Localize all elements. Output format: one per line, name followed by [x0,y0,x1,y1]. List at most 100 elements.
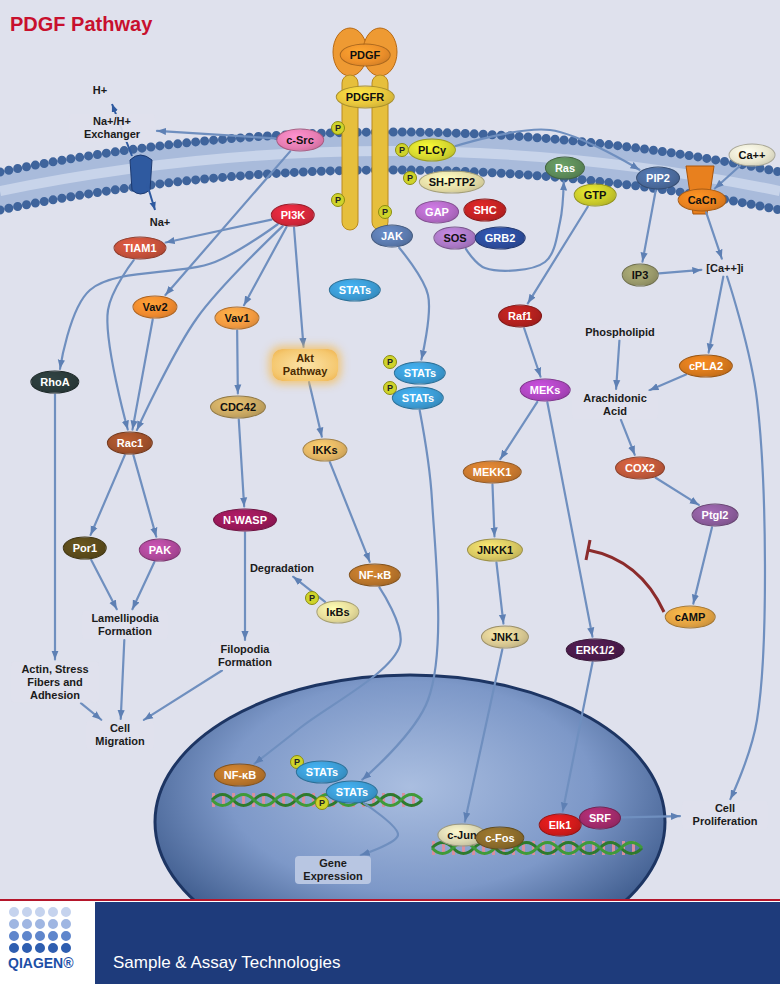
node-text: c-Src [286,134,314,147]
pathway-arrow [244,533,246,641]
phospho-dot: P [331,121,345,135]
protein-node: c-Src [276,129,324,152]
node-text: MEKK1 [473,466,512,479]
pathway-arrow [107,260,133,429]
node-text: Actin, Stress Fibers and Adhesion [14,663,96,702]
protein-node: SH-PTP2 [419,171,485,194]
process-label: Degradation [247,561,317,576]
protein-node: STATs [394,362,446,385]
pathway-arrow [563,662,593,811]
phospho-dot: P [331,193,345,207]
protein-node: SOS [433,227,476,250]
pathway-arrow [693,527,712,603]
diagram-title: PDGF Pathway [10,12,152,36]
pathway-arrow [492,484,494,536]
protein-node: CaCn [678,189,727,212]
node-text: PLCγ [418,144,446,157]
protein-node: GAP [415,201,459,224]
pathway-arrow [500,402,537,459]
logo-dots [14,931,70,941]
process-label: [Ca++]i [703,261,746,276]
pathway-arrow [60,224,278,369]
node-text: PtgI2 [702,509,729,522]
protein-node: GRB2 [475,227,526,250]
footer-ground [0,900,780,984]
node-text: GTP [584,189,607,202]
node-text: GRB2 [485,232,516,245]
process-label: Phospholipid [582,325,658,340]
pathway-arrow [144,671,222,720]
protein-node: JNKK1 [467,539,523,562]
process-label: Actin, Stress Fibers and Adhesion [11,662,99,703]
node-text: PDGFR [346,91,385,104]
node-text: Por1 [73,542,97,555]
protein-node: c-Fos [475,827,524,850]
node-text: [Ca++]i [706,262,743,275]
pathway-arrow [656,478,699,505]
node-text: Gene Expression [298,857,368,883]
inhibition-line [588,550,664,612]
node-text: cAMP [675,611,706,624]
pathway-arrow [137,226,283,430]
pathway-arrow [496,562,503,623]
node-text: TIAM1 [124,242,157,255]
node-text: Ras [555,162,575,175]
protein-node: PDGFR [336,86,395,109]
logo-dots [14,919,70,929]
node-text: STATs [336,786,368,799]
node-text: Rac1 [117,437,143,450]
pathway-arrow [659,270,701,273]
logo-dots [14,943,70,953]
node-text: IKKs [312,444,337,457]
node-text: Vav1 [224,312,249,325]
protein-node: CDC42 [210,396,266,419]
protein-node: PDGF [340,44,391,67]
node-text: Phospholipid [585,326,655,339]
process-label: Cell Migration [86,721,154,749]
protein-node: COX2 [615,457,665,480]
protein-node: Raf1 [498,305,542,328]
node-text: Elk1 [549,819,572,832]
protein-node: JAK [371,225,413,248]
footer-band [95,902,780,984]
pathway-arrow [547,402,592,636]
pathway-arrow [91,455,125,535]
pathway-arrow [236,331,239,394]
protein-node: N-WASP [213,509,277,532]
node-text: COX2 [625,462,655,475]
pathway-arrow [309,382,322,437]
node-text: STATs [402,392,434,405]
node-text: GAP [425,206,449,219]
pathway-arrow [727,276,765,799]
protein-node: PLCγ [408,139,456,162]
pathway-arrow [524,328,540,376]
pathway-arrow [54,395,56,660]
node-text: JNKK1 [477,544,513,557]
protein-node: cAMP [665,606,716,629]
node-text: NF-κB [359,569,391,582]
node-text: MEKs [530,384,561,397]
protein-node: SRF [579,807,621,830]
node-text: CaCn [688,194,717,207]
node-text: SH-PTP2 [429,176,475,189]
node-text: CDC42 [220,401,256,414]
pathway-arrow [165,151,290,295]
protein-node: MEKK1 [463,461,522,484]
node-text: PDGF [350,49,381,62]
pathway-arrow [132,562,154,609]
ion-label: H+ [93,84,107,97]
protein-node: STATs [329,279,381,302]
phospho-dot: P [403,171,417,185]
protein-node: PAK [139,539,181,562]
membrane-beads [0,170,780,210]
protein-node: MEKs [520,379,571,402]
pathway-arrow [709,276,724,352]
node-text: PI3K [281,209,305,222]
pathway-arrow [81,703,101,720]
phospho-dot: P [395,143,409,157]
footer-rule [0,899,780,901]
phospho-dot: P [315,796,329,810]
protein-node: GTP [574,184,617,207]
node-text: c-Fos [485,832,514,845]
